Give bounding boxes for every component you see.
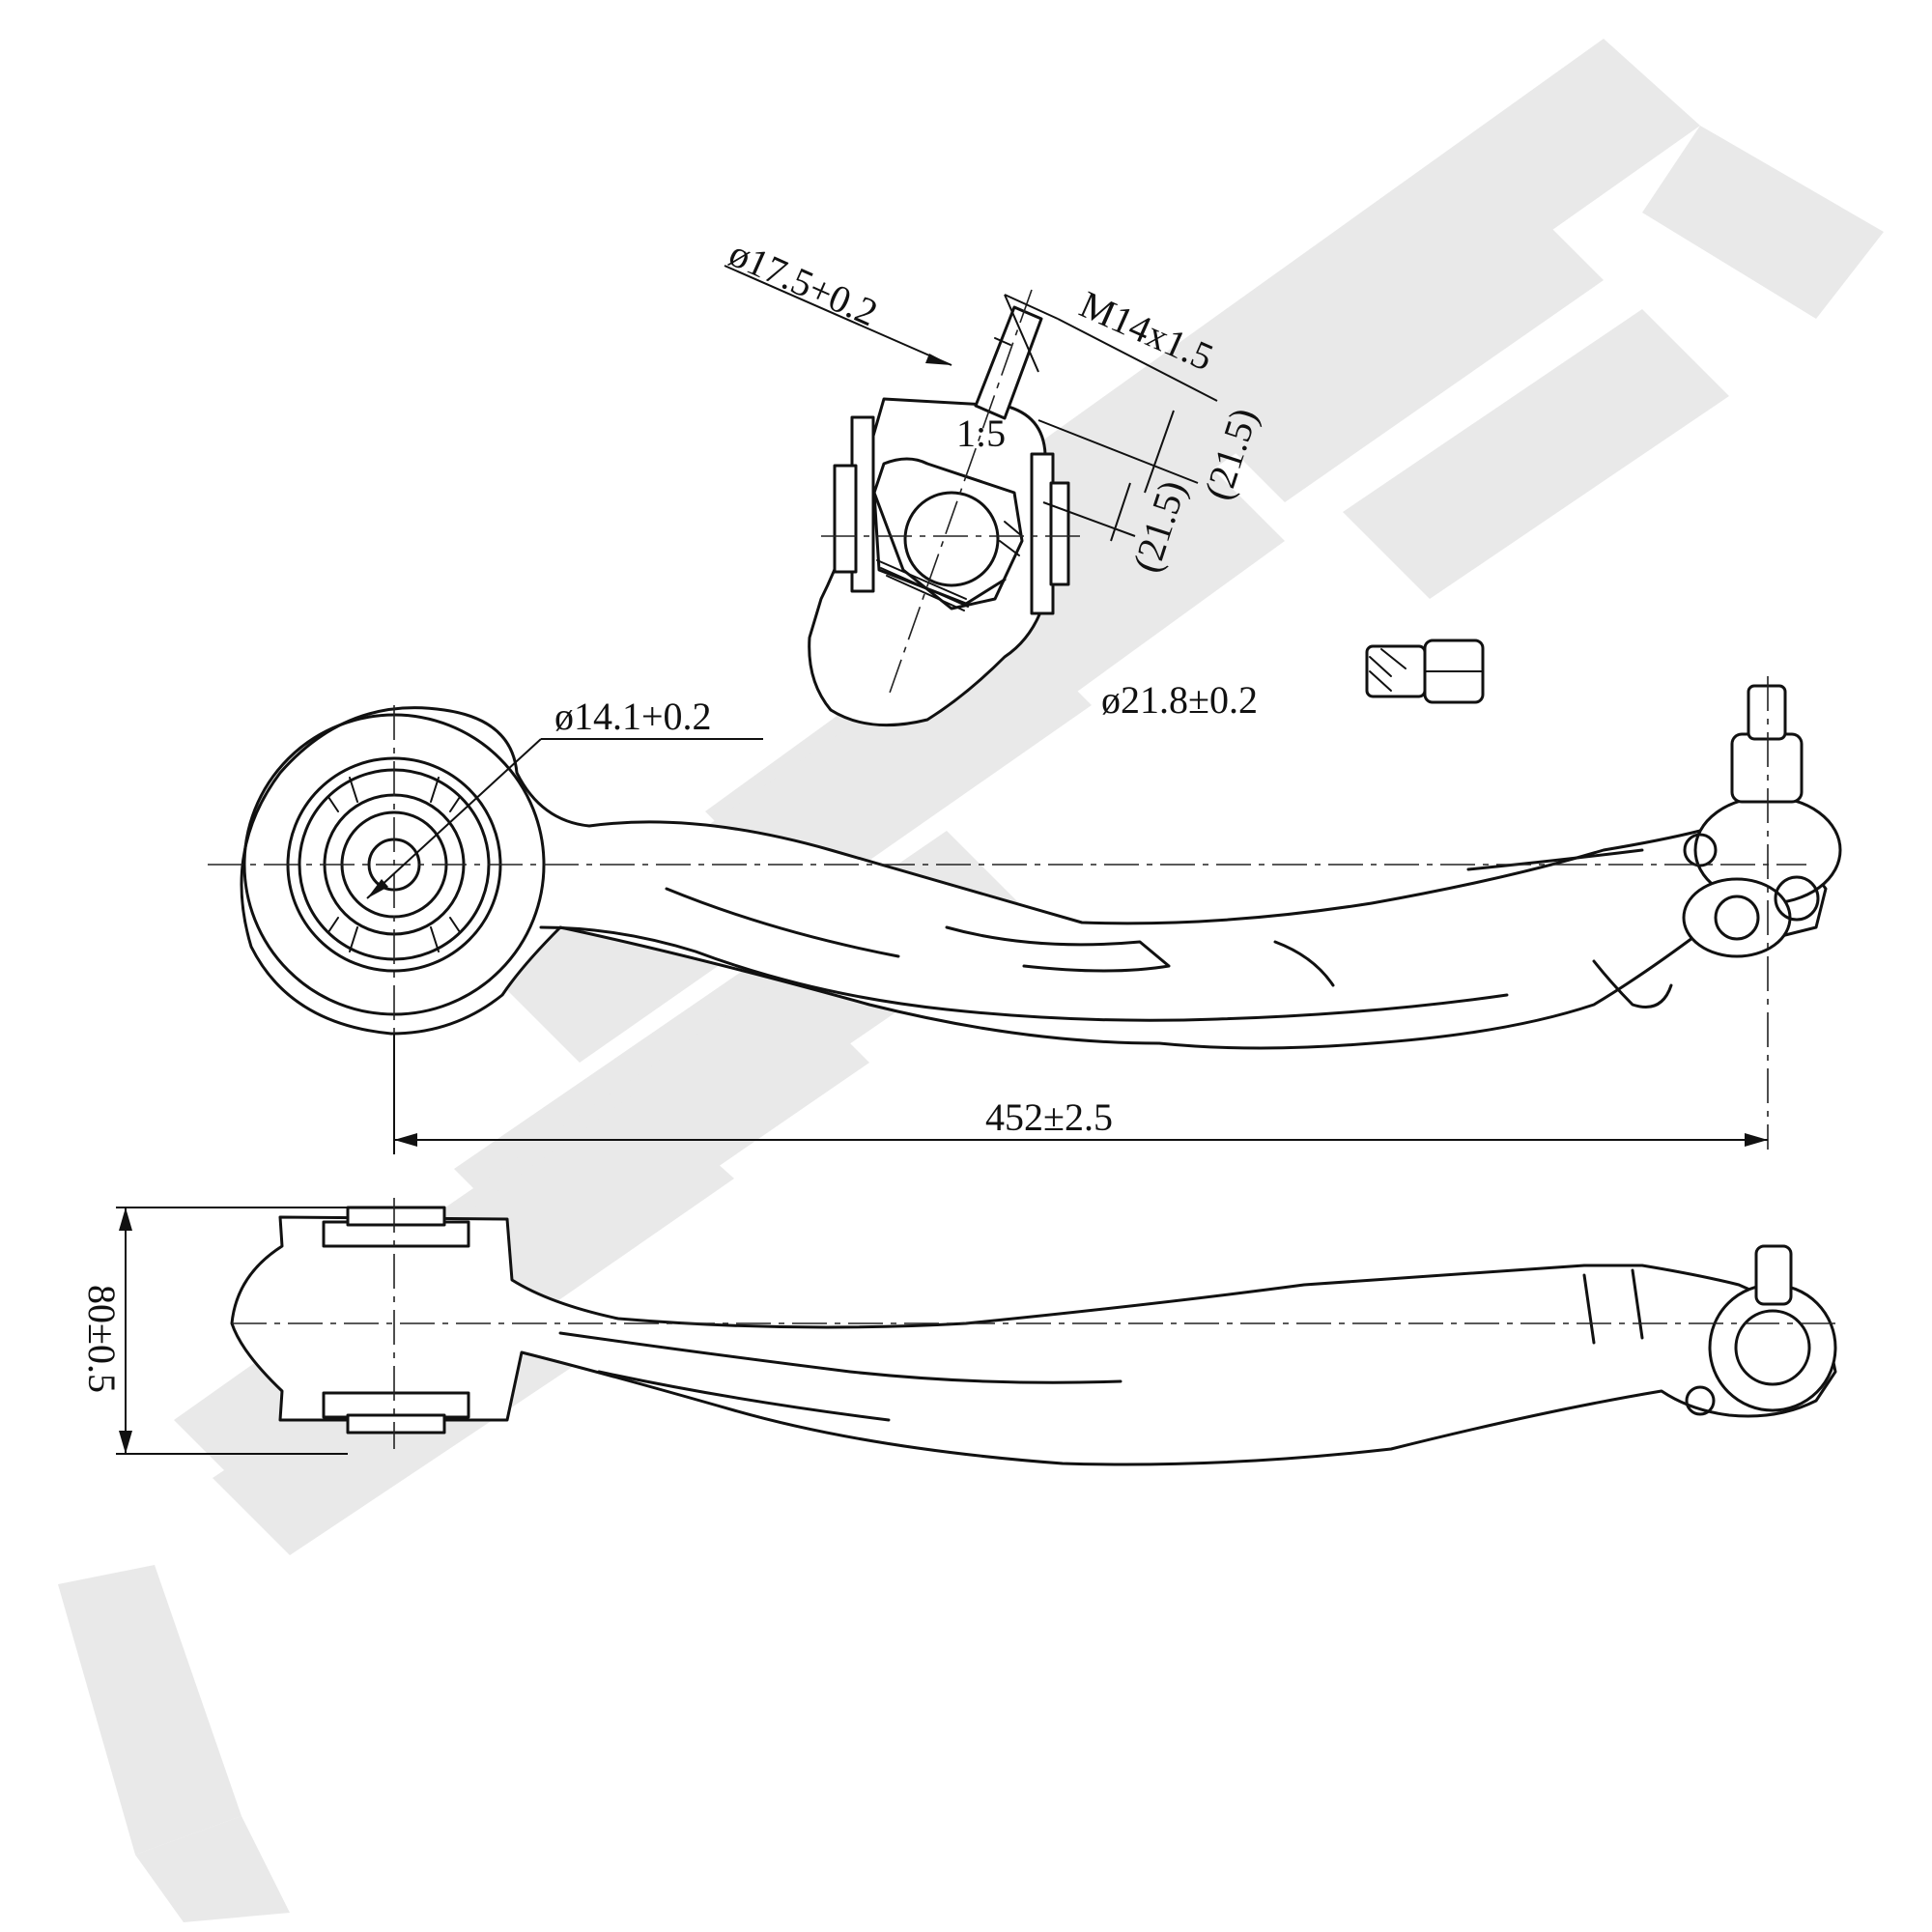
bushing-bore-label: ø14.1+0.2 — [554, 695, 712, 738]
nut-diameter-label: ø21.8±0.2 — [1101, 678, 1258, 722]
stud-diameter-label: ø17.5+0.2 — [723, 231, 884, 334]
control-arm-top-view — [208, 676, 1842, 1150]
height-label: 80±0.5 — [80, 1285, 124, 1393]
control-arm-side-view — [230, 1198, 1837, 1466]
nut-detail — [1365, 639, 1485, 704]
ball-joint-section-view — [808, 289, 1082, 727]
taper-label: 1:5 — [956, 412, 1006, 455]
center-distance-label: 452±2.5 — [985, 1095, 1113, 1139]
dimension-lines — [116, 265, 1768, 1455]
